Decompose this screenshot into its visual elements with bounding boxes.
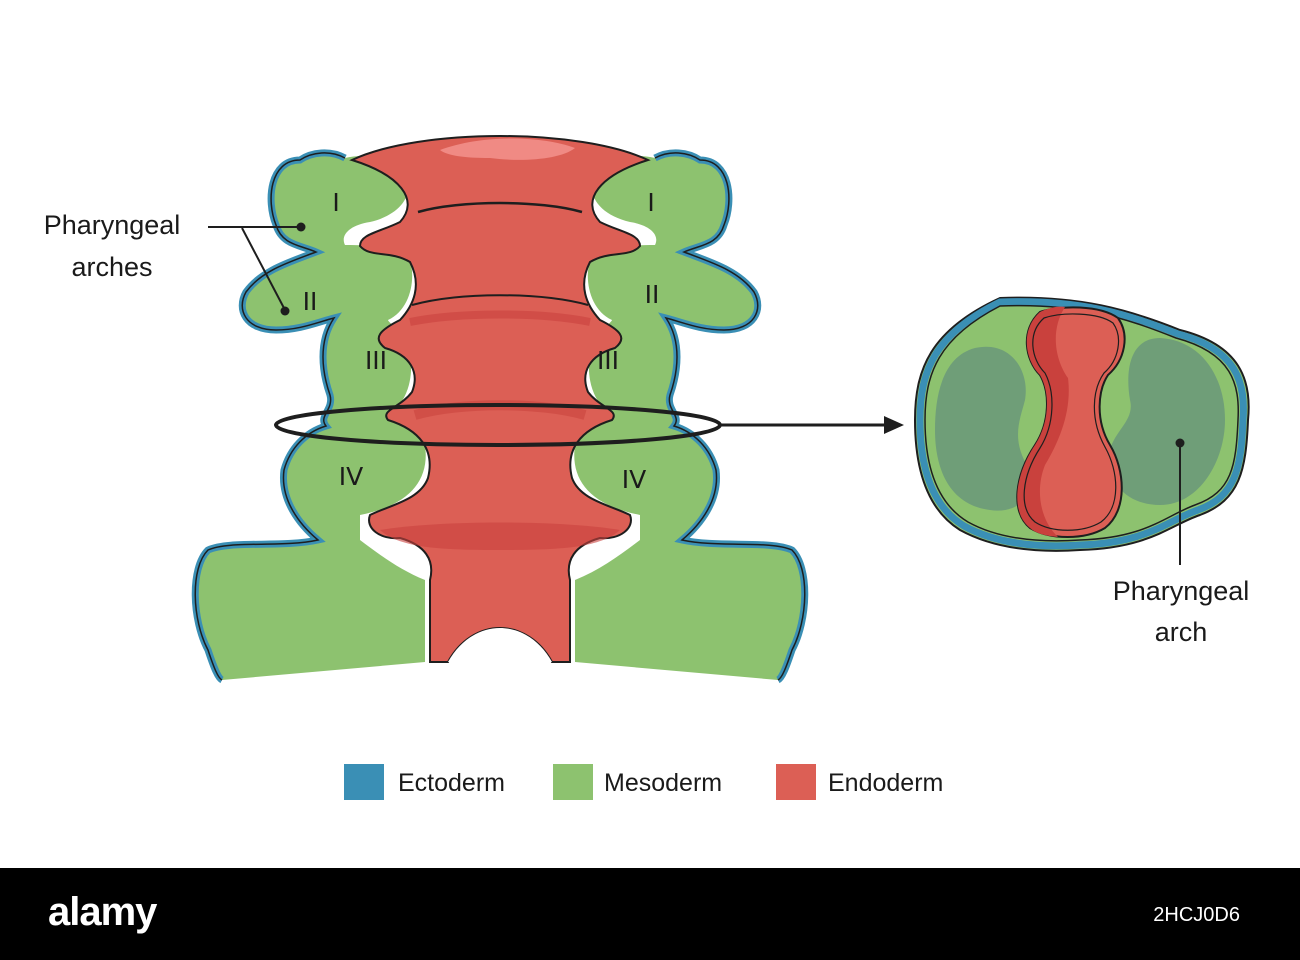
right-arch-numeral-2: II — [645, 280, 660, 309]
cross-section-inner-line — [924, 304, 1240, 542]
label-pharyngeal-arches-line1: Pharyngeal — [44, 210, 181, 240]
cross-section-ectoderm — [916, 298, 1247, 550]
fold-line — [417, 201, 583, 214]
tube-opening — [448, 628, 552, 662]
arches-callout-pointer — [208, 222, 306, 316]
watermark-logo: alamy — [48, 890, 157, 934]
right-arch-core — [1109, 338, 1225, 505]
label-pharyngeal-arch-line1: Pharyngeal — [1113, 576, 1250, 606]
legend-swatch-ectoderm — [344, 764, 384, 800]
endoderm-highlight — [440, 138, 575, 160]
legend-label-endoderm: Endoderm — [828, 769, 943, 797]
watermark-bar: alamy 2HCJ0D6 — [0, 868, 1300, 960]
legend-swatch-endoderm — [776, 764, 816, 800]
left-arch-numeral-4: IV — [339, 462, 363, 491]
right-outline — [654, 152, 806, 681]
legend-label-ectoderm: Ectoderm — [398, 769, 505, 797]
cross-section-endoderm-dark — [1017, 306, 1069, 537]
left-outline — [194, 152, 346, 681]
label-pharyngeal-arches-line2: arches — [71, 252, 152, 282]
label-pharyngeal-arch-line2: arch — [1155, 617, 1208, 647]
cross-section — [913, 296, 1250, 552]
cross-section-endoderm-inner — [1023, 313, 1120, 531]
pharyngeal-arch-diagram: Pharyngeal arches Pharyngeal arch I II I… — [44, 135, 1250, 800]
left-arch-lobe — [191, 149, 426, 684]
right-arch-numeral-3: III — [597, 346, 619, 375]
left-arch-numeral-1: I — [332, 188, 339, 217]
pharynx-endoderm — [349, 135, 651, 663]
left-arch-numeral-2: II — [303, 287, 318, 316]
left-arch-core — [935, 346, 1033, 511]
fold-shade — [409, 310, 591, 326]
section-arrow-head — [884, 416, 904, 434]
legend-swatch-mesoderm — [553, 764, 593, 800]
left-arch-numeral-3: III — [365, 346, 387, 375]
arch-callout-pointer — [1175, 438, 1185, 565]
fold-shade — [380, 522, 620, 550]
right-arch-lobe — [574, 149, 809, 684]
legend: Ectoderm Mesoderm Endoderm — [344, 764, 943, 800]
watermark-image-id: 2HCJ0D6 — [1153, 904, 1240, 926]
legend-label-mesoderm: Mesoderm — [604, 769, 722, 797]
fold-line — [411, 294, 589, 306]
right-arch-numeral-4: IV — [622, 465, 646, 494]
right-arch-numeral-1: I — [647, 188, 654, 217]
